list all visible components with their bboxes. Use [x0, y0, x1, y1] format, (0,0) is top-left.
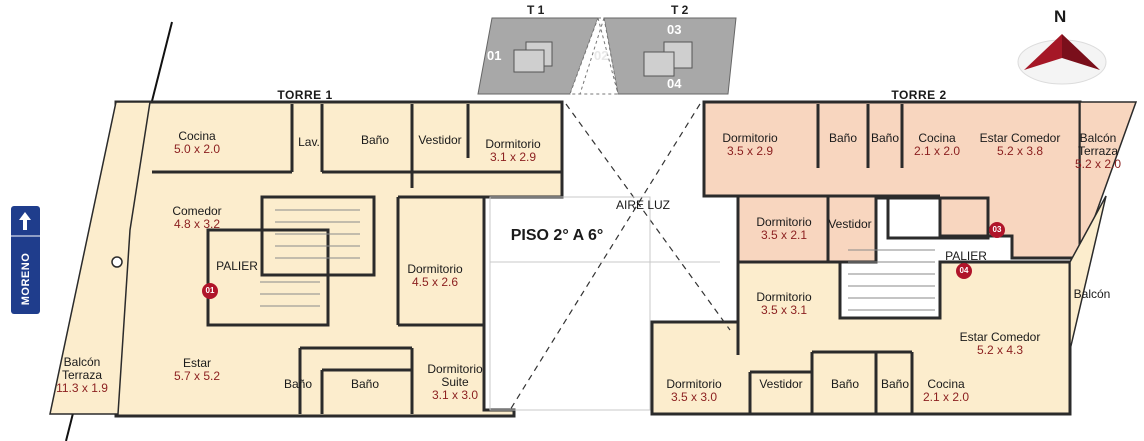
t1-bano-b: Baño: [350, 377, 380, 391]
key-plan-courtyard: [569, 17, 619, 95]
tower-1-walls: [152, 104, 562, 414]
key-plan-label-t1: T 1: [527, 3, 545, 17]
t2-bano-d: Baño: [880, 377, 910, 391]
north-label: N: [1054, 7, 1067, 26]
key-plan-unit-02: 02: [594, 48, 609, 63]
north-arrow-icon: [1017, 34, 1107, 85]
aire-luz-label: AIRE LUZ: [615, 198, 671, 212]
t1-bano-a: Baño: [283, 377, 313, 391]
floor-range-label: PISO 2° A 6°: [510, 227, 604, 244]
t2-bano-c: Baño: [830, 377, 860, 391]
tower-1-stairs: [260, 209, 360, 307]
t2-palier: PALIER: [945, 249, 987, 263]
tower-2-walls: [736, 104, 990, 414]
key-plan-unit-01: 01: [487, 48, 502, 63]
tower-1-balcony: [49, 101, 151, 415]
t2-vestidor-bot: Vestidor: [759, 377, 803, 391]
t2-vestidor: Vestidor: [828, 217, 872, 231]
t2-bano-b: Baño: [870, 131, 900, 145]
key-plan-unit-03: 03: [667, 22, 682, 37]
courtyard-outline: [489, 196, 720, 411]
unit-badge-03: 03: [989, 222, 1005, 238]
up-arrow-icon: [19, 212, 31, 230]
key-plan-label-t2: T 2: [671, 3, 689, 17]
unit-badge-04: 04: [956, 263, 972, 279]
t1-bano-top: Baño: [360, 133, 390, 147]
aire-luz-courtyard: [509, 103, 731, 411]
key-plan: [477, 17, 737, 95]
tower-1-label: TORRE 1: [277, 88, 333, 102]
column-marker: [111, 256, 123, 268]
t2-bano-a: Baño: [828, 131, 858, 145]
tower-2-lower-balcony: [1069, 195, 1107, 351]
street-label-box: MORENO: [12, 250, 40, 308]
t1-lav: Lav.: [298, 135, 320, 149]
unit-badge-01: 01: [202, 283, 218, 299]
street-sign: [11, 206, 40, 314]
key-plan-unit-04: 04: [667, 76, 682, 91]
tower-2-label: TORRE 2: [891, 88, 947, 102]
t1-vestidor: Vestidor: [418, 133, 462, 147]
tower-2-stairs: [848, 249, 935, 311]
street-label: MORENO: [20, 252, 32, 306]
t1-palier: PALIER: [216, 259, 258, 273]
t2-balcon: Balcón: [1073, 287, 1111, 301]
